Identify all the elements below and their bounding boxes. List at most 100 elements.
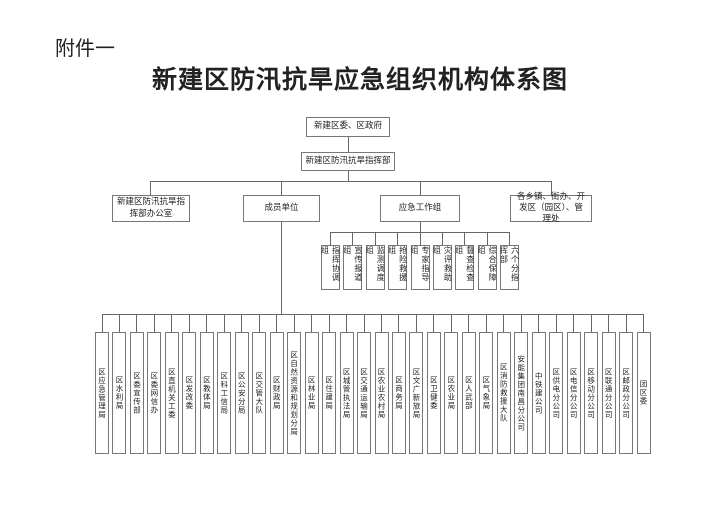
connector	[276, 314, 278, 332]
member-unit: 区联通分公司	[601, 314, 616, 454]
attachment-label: 附件一	[55, 36, 115, 60]
connector	[188, 314, 190, 332]
member-unit: 区林业局	[304, 314, 319, 454]
connector	[281, 181, 282, 195]
member-unit-box: 中铁建公司	[531, 332, 546, 454]
member-unit-box: 区林业局	[304, 332, 319, 454]
member-unit: 区发改委	[182, 314, 197, 454]
member-unit: 区住建局	[322, 314, 337, 454]
group-box: 督查检查组	[455, 245, 475, 290]
connector	[136, 314, 138, 332]
member-unit: 区移动分公司	[584, 314, 599, 454]
connector	[555, 314, 557, 332]
group-box: 指挥协调组	[321, 245, 341, 290]
connector	[223, 314, 225, 332]
member-unit: 区直机关工委	[164, 314, 179, 454]
connector	[520, 314, 522, 332]
member-unit-box: 区科工信局	[217, 332, 232, 454]
connector	[420, 181, 421, 195]
connector	[311, 314, 313, 332]
connector	[381, 314, 382, 332]
connector	[153, 314, 155, 332]
member-unit-box: 团区委	[636, 332, 651, 454]
connector	[150, 181, 551, 182]
connector	[101, 314, 103, 332]
member-unit-box: 区财政局	[269, 332, 284, 454]
connector	[415, 314, 417, 332]
member-unit: 区邮政分公司	[619, 314, 634, 454]
member-unit: 区商务局	[391, 314, 406, 454]
member-unit: 区自然资源和规划分局	[287, 314, 302, 454]
connector	[420, 222, 421, 232]
working-groups-box: 应急工作组	[380, 195, 460, 222]
member-unit-box: 区农业农村局	[374, 332, 389, 454]
group-box: 监测调度组	[365, 245, 385, 290]
command-box: 新建区防汛抗旱指挥部	[301, 152, 395, 171]
connector	[150, 181, 151, 195]
member-unit-box: 安能集团南昌分公司	[514, 332, 529, 454]
member-units-row: 区应急管理局区水利局区委宣传部区委网信办区直机关工委区发改委区教体局区科工信局区…	[95, 314, 651, 454]
member-unit: 区城管执法局	[339, 314, 354, 454]
group-box: 抢险救援组	[388, 245, 408, 290]
connector	[348, 171, 349, 181]
group-box: 综合保障组	[477, 245, 497, 290]
member-unit: 区财政局	[269, 314, 284, 454]
member-unit: 区消防救援大队	[496, 314, 511, 454]
connector	[363, 314, 365, 332]
connector	[625, 314, 627, 332]
member-unit: 区电信分公司	[566, 314, 581, 454]
member-unit-box: 区应急管理局	[95, 332, 109, 454]
member-unit: 区公安分局	[234, 314, 249, 454]
member-unit-box: 区文广新旅局	[409, 332, 424, 454]
connector	[398, 314, 400, 332]
party-government-box: 新建区委、区政府	[306, 117, 390, 137]
member-unit-box: 区水利局	[112, 332, 127, 454]
member-unit-box: 区联通分公司	[601, 332, 616, 454]
member-unit-box: 区公安分局	[234, 332, 249, 454]
member-unit: 区教体局	[199, 314, 214, 454]
member-unit-box: 区委宣传部	[129, 332, 144, 454]
chart-title: 新建区防汛抗旱应急组织机构体系图	[151, 65, 568, 94]
group-box: 宣传报道组	[343, 245, 363, 290]
member-unit: 区卫健委	[426, 314, 441, 454]
member-unit: 区交管大队	[252, 314, 267, 454]
member-unit: 区供电分公司	[549, 314, 564, 454]
group-box: 灾评救助组	[432, 245, 452, 290]
member-unit-box: 区电信分公司	[566, 332, 581, 454]
connector	[590, 314, 592, 332]
member-unit-box: 区消防救援大队	[496, 332, 511, 454]
member-unit-box: 区商务局	[391, 332, 406, 454]
member-unit-box: 区交管大队	[252, 332, 267, 454]
member-unit: 团区委	[636, 314, 651, 454]
member-unit-box: 区人武部	[461, 332, 476, 454]
connector	[503, 314, 505, 332]
connector	[281, 222, 282, 314]
connector	[538, 314, 540, 332]
office-box: 新建区防汛抗旱指挥部办公室	[112, 195, 190, 222]
member-unit: 区科工信局	[217, 314, 232, 454]
member-unit: 区文广新旅局	[409, 314, 424, 454]
member-unit-box: 区交通运输局	[357, 332, 372, 454]
connector	[206, 314, 208, 332]
connector	[171, 314, 173, 332]
member-unit: 区农业农村局	[374, 314, 389, 454]
townships-box: 各乡镇、街办、开发区（园区）、管理处	[510, 192, 592, 224]
connector	[103, 314, 643, 315]
member-unit-box: 区自然资源和规划分局	[287, 332, 302, 454]
member-unit-box: 区城管执法局	[339, 332, 354, 454]
member-unit-box: 区农业局	[444, 332, 459, 454]
member-unit-box: 区发改委	[182, 332, 197, 454]
member-unit-box: 区邮政分公司	[619, 332, 634, 454]
member-unit: 安能集团南昌分公司	[514, 314, 529, 454]
member-unit: 区交通运输局	[357, 314, 372, 454]
connector	[608, 314, 610, 332]
member-unit-box: 区住建局	[322, 332, 337, 454]
connector	[433, 314, 435, 332]
connector	[551, 181, 552, 195]
member-unit: 区委宣传部	[129, 314, 144, 454]
member-unit: 区应急管理局	[95, 314, 109, 454]
member-unit: 区人武部	[461, 314, 476, 454]
member-unit: 区农业局	[444, 314, 459, 454]
connector	[468, 314, 470, 332]
